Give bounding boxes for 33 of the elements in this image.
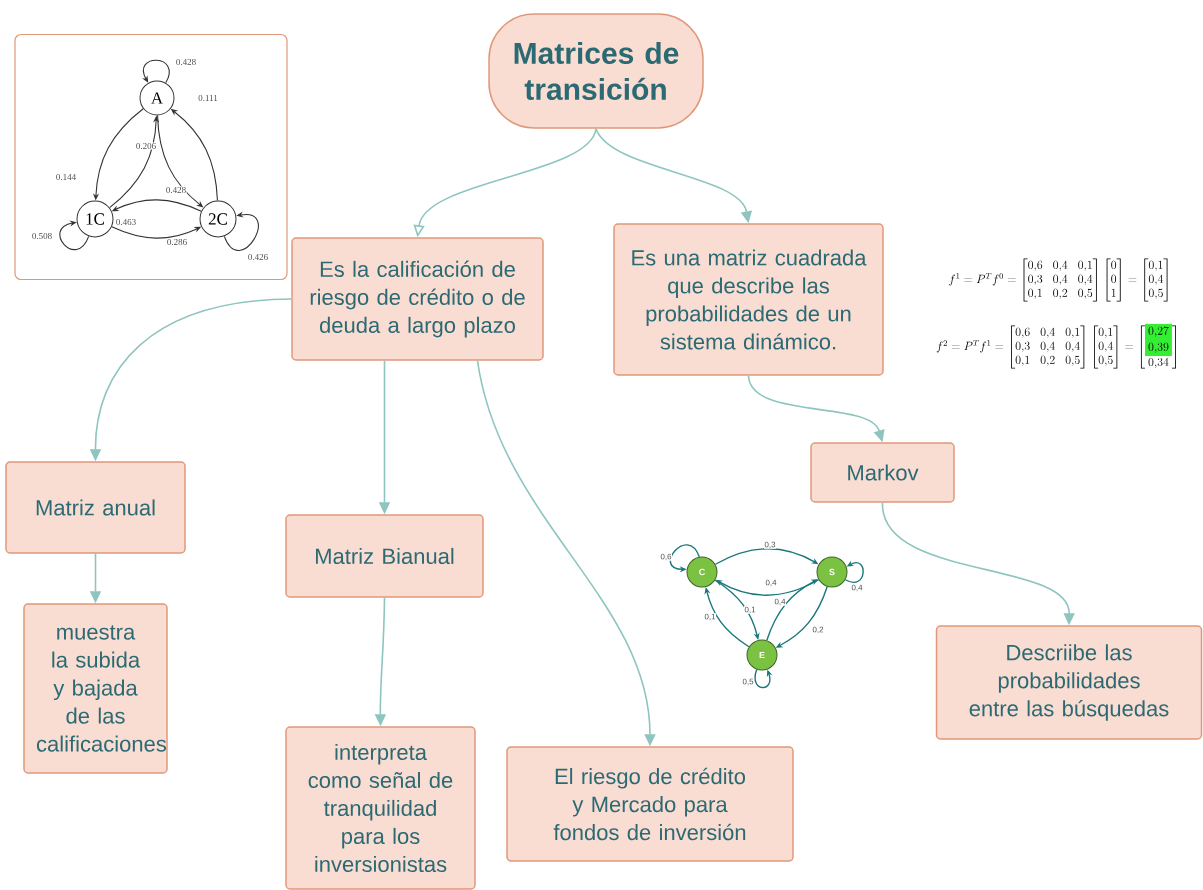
concept-box: Matriz anual [5,461,186,554]
edge-label: 0,4 [850,584,864,592]
arrow [59,220,90,250]
title-box: Matrices de transición [488,13,704,129]
concept-box: Matriz Bianual [285,514,484,598]
edge-label: 0,5 [741,678,755,686]
edge-label: 0,4 [764,579,778,587]
edge-label: 0,1 [743,606,757,614]
concept-box: Markov [810,442,955,503]
formula: $f^{1}=P^{T}f^{0}=\begin{bmatrix}0{,}6&0{,}4&0{,}1\\0{,}3&0{,}4&0{,}4\\0{,}1&0{,}2&0{,}5\end{bmatrix}\begin{bmatrix}0\\0\\1\end{bmatrix}=\begin{bmatrix}0{,}1\\0{,}4\\0{,}5\end{bmatrix}$ [949,258,1168,302]
concept-box: El riesgo de crédito y Mercado para fondos de inversión [506,746,794,862]
concept-box: Es una matriz cuadrada que describe las probabilidades de un sistema dinámico. [613,223,884,376]
concept-box: Es la calificación de riesgo de crédito o de deuda a largo plazo [291,237,544,361]
edge-label: 0.111 [197,94,219,102]
edge-label: 0.463 [115,218,137,226]
edge-label: 0,1 [703,613,717,621]
edge-label: 0,3 [763,541,777,549]
edge-label: 0.428 [165,186,187,194]
edge-label: 0.428 [175,58,197,66]
arrow [704,587,750,648]
edge-label: 0.426 [247,253,269,261]
edge-label: 0.508 [31,232,53,240]
formula: $f^{2}=P^{T}f^{1}=\begin{bmatrix}0{,}6&0{,}4&0{,}1\\0{,}3&0{,}4&0{,}4\\0{,}1&0{,}2&0{,}5\end{bmatrix}\begin{bmatrix}0{,}1\\0{,}4\\0{,}5\end{bmatrix}=\begin{bmatrix}\colorbox[HTML]{33EE33}{$0{,}27$}\\\colorbox[HTML]{33EE33}{$0{,}39$}\\0{,}34\end{bmatrix}$ [936,323,1176,369]
concept-box: muestra la subida y bajada de las calificaciones [23,603,168,774]
concept-box: Descriibe las probabilidades entre las búsquedas [935,625,1203,740]
edge-label: 0,4 [773,598,787,606]
edge-label: 0.144 [55,173,77,181]
arrow [714,579,760,640]
concept-box: interpreta como señal de tranquilidad para los inversionistas [285,726,476,890]
edge-label: 0.286 [166,238,188,246]
edge-label: 0,2 [811,626,825,634]
edge-label: 0.206 [135,142,157,150]
edge-label: 0,6 [659,553,673,561]
